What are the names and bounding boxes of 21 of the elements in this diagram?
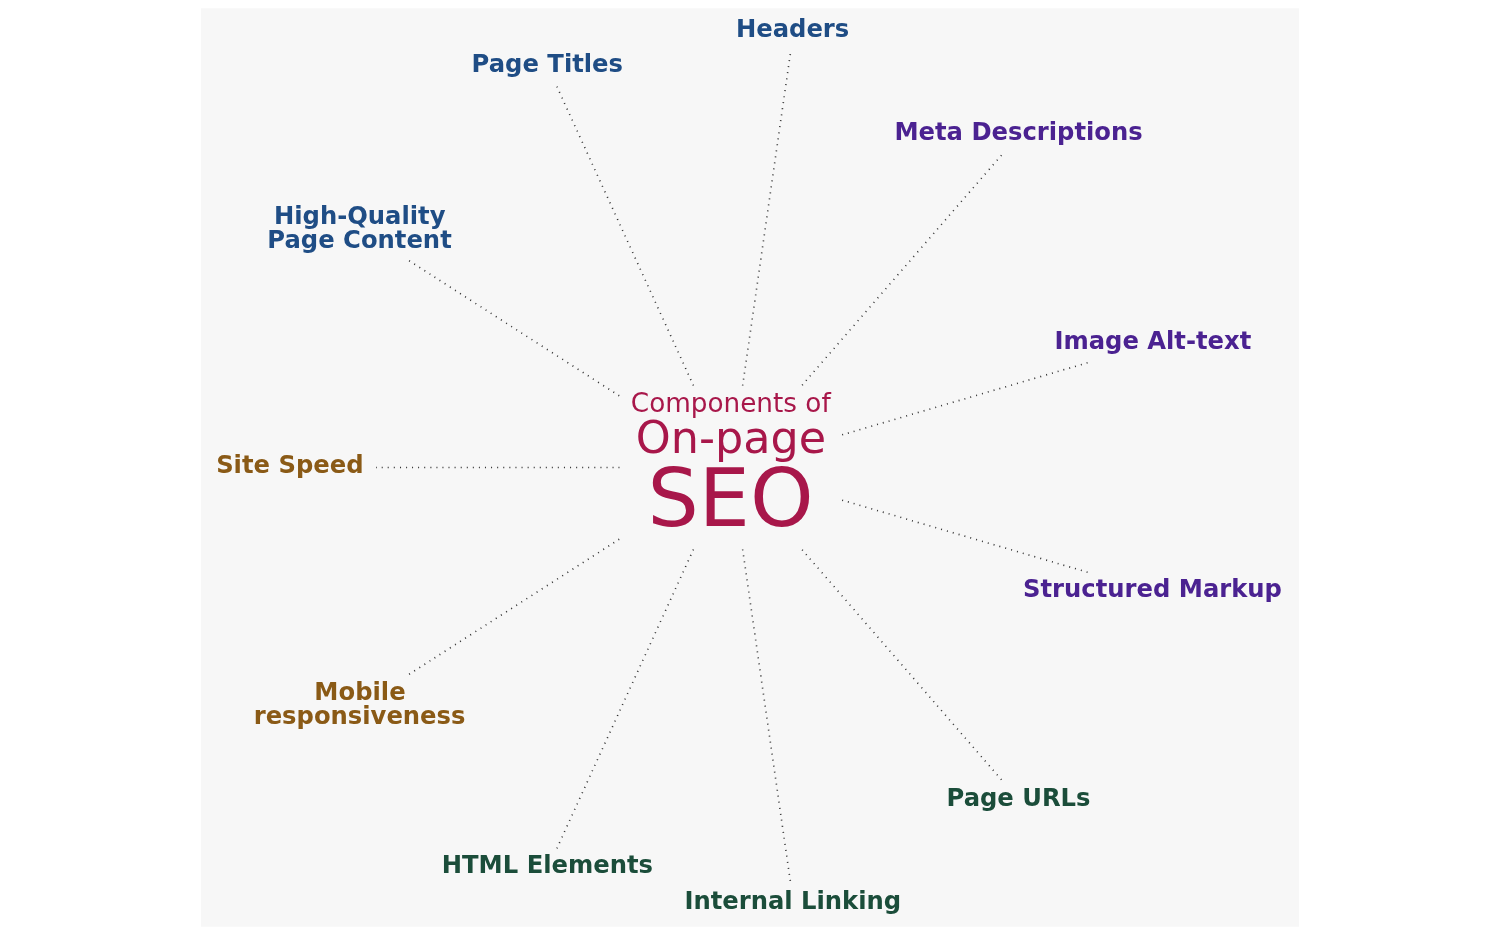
connector <box>406 538 620 677</box>
node-text: Headers <box>735 13 850 43</box>
connector <box>841 499 1089 574</box>
node-text: HTML Elements <box>441 850 653 880</box>
node-text: Internal Linking <box>684 885 902 915</box>
connector <box>841 361 1089 436</box>
connector <box>801 548 1004 782</box>
node-text: Meta Descriptions <box>894 116 1143 146</box>
node-text: High-Quality Page Content <box>267 200 452 254</box>
connector <box>406 258 620 397</box>
node-text: Page URLs <box>946 782 1091 812</box>
node-text: Site Speed <box>216 449 364 479</box>
connector <box>555 85 695 387</box>
connector <box>375 466 621 469</box>
node-text: Page Titles <box>471 49 623 79</box>
node-text: Mobile responsiveness <box>253 676 466 730</box>
connector <box>801 153 1004 387</box>
node-text: Image Alt-text <box>1054 325 1252 355</box>
node-text: Structured Markup <box>1023 573 1282 603</box>
connector <box>555 548 695 850</box>
node-text: Components of On-page SEO <box>630 387 831 546</box>
